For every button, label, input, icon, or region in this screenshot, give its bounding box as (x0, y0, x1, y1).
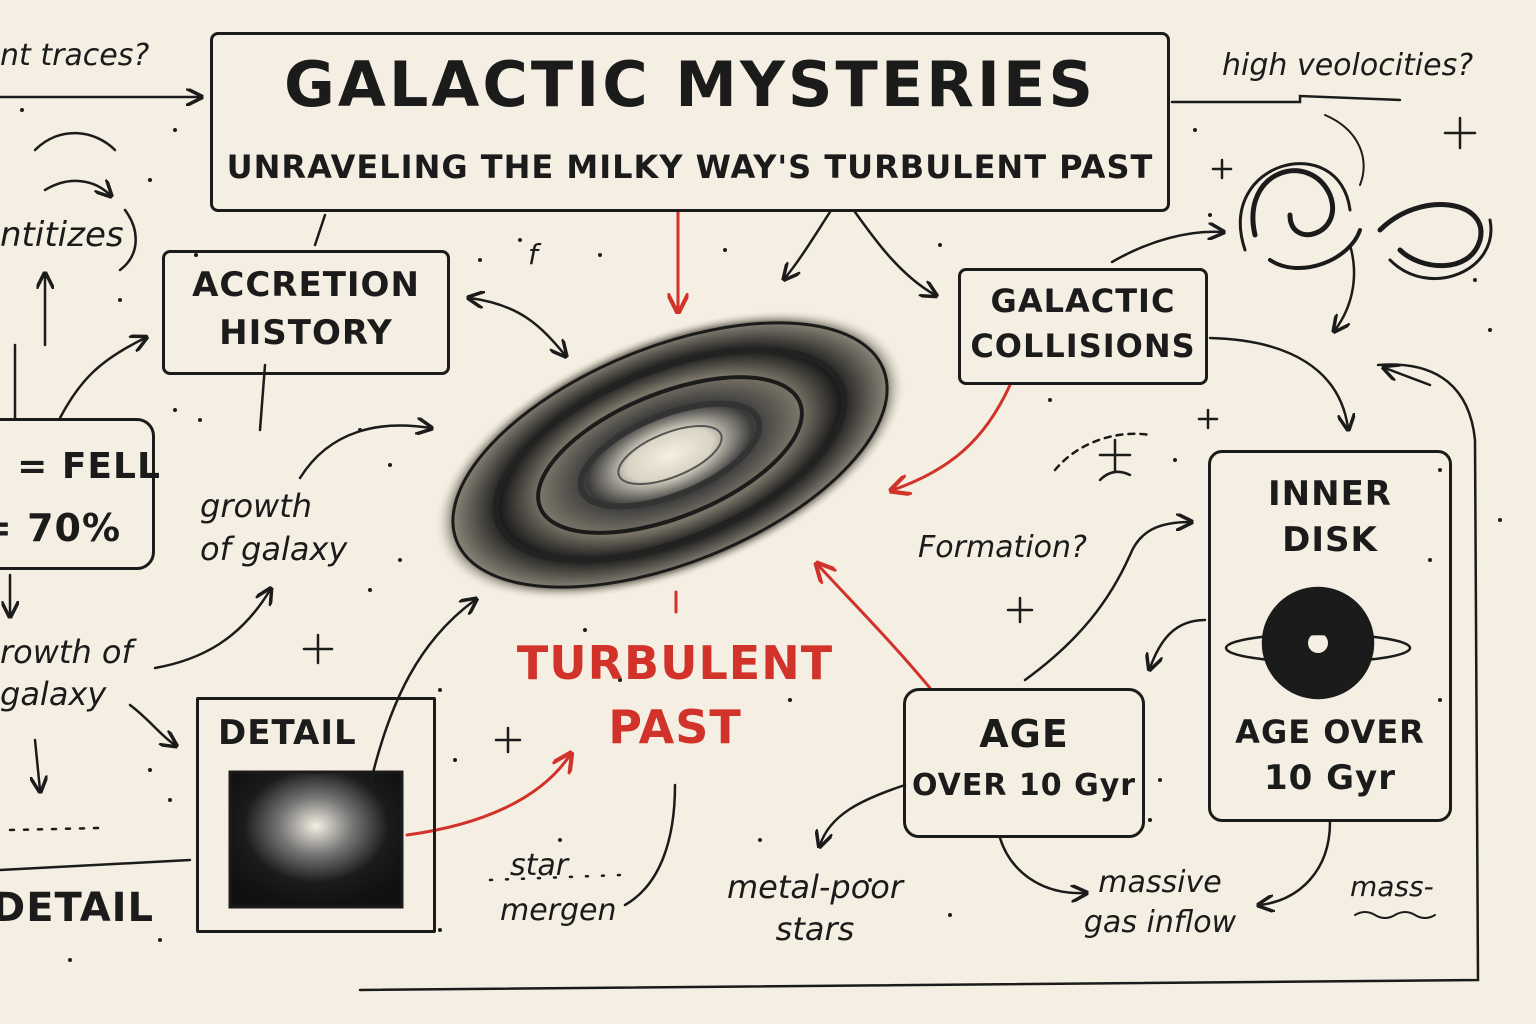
inner-disk-label-line2: DISK (1282, 520, 1378, 560)
planet-icon (1224, 586, 1412, 700)
note-growth2-line2: galaxy (0, 675, 107, 713)
note-metal-line2: stars (775, 910, 855, 948)
fell-box (0, 418, 155, 570)
page-title: GALACTIC MYSTERIES (283, 48, 1097, 121)
galaxy-thumbnail (228, 770, 404, 909)
note-quantities: ntitizes (0, 215, 124, 255)
inner-disk-box (1208, 450, 1452, 822)
note-velocities: high veolocities? (1222, 48, 1474, 83)
age-box (903, 688, 1145, 838)
page-subtitle: UNRAVELING THE MILKY WAY'S TURBULENT PAS… (226, 148, 1154, 186)
turbulent-past-line2: PAST (608, 700, 742, 754)
note-star-line1: star (510, 848, 569, 883)
detail-box (196, 697, 436, 933)
fell-label-line2: = 70% (0, 506, 122, 550)
age-label-line1: AGE (979, 712, 1069, 756)
age-label-line2: OVER 10 Gyr (911, 768, 1137, 803)
collisions-label-line2: COLLISIONS (970, 327, 1196, 365)
accretion-history-box (162, 250, 450, 375)
note-gas-line2: gas inflow (1083, 905, 1237, 940)
note-formation: Formation? (918, 530, 1087, 565)
note-mass: mass- (1350, 870, 1434, 903)
note-star-line2: mergen (500, 893, 617, 928)
title-box (210, 32, 1170, 212)
note-traces: nt traces? (0, 38, 150, 73)
spiral-galaxy-icon (433, 309, 907, 601)
inner-disk-age-line2: 10 Gyr (1264, 758, 1396, 798)
sparkles (302, 116, 1477, 754)
turbulent-past-line1: TURBULENT (516, 636, 834, 690)
star-dots (20, 108, 1502, 962)
accretion-label-line1: ACCRETION (192, 265, 420, 305)
note-detail-bottom: DETAIL (0, 885, 155, 931)
note-growth1-line1: growth (200, 487, 313, 525)
fell-label-line1: F = FELL (0, 446, 161, 487)
note-gas-line1: massive (1098, 865, 1222, 900)
inner-disk-label-line1: INNER (1268, 474, 1392, 514)
note-growth1-line2: of galaxy (200, 530, 348, 568)
collisions-label-line1: GALACTIC (990, 282, 1176, 320)
note-f-mark: f (528, 238, 538, 271)
detail-label: DETAIL (218, 713, 357, 753)
note-metal-line1: metal-poor (726, 868, 904, 906)
galactic-collisions-box (958, 268, 1208, 385)
note-growth2-line1: rowth of (0, 633, 133, 671)
colliding-galaxies-icon (1238, 114, 1493, 280)
inner-disk-age-line1: AGE OVER (1235, 713, 1425, 751)
accretion-label-line2: HISTORY (219, 313, 393, 353)
